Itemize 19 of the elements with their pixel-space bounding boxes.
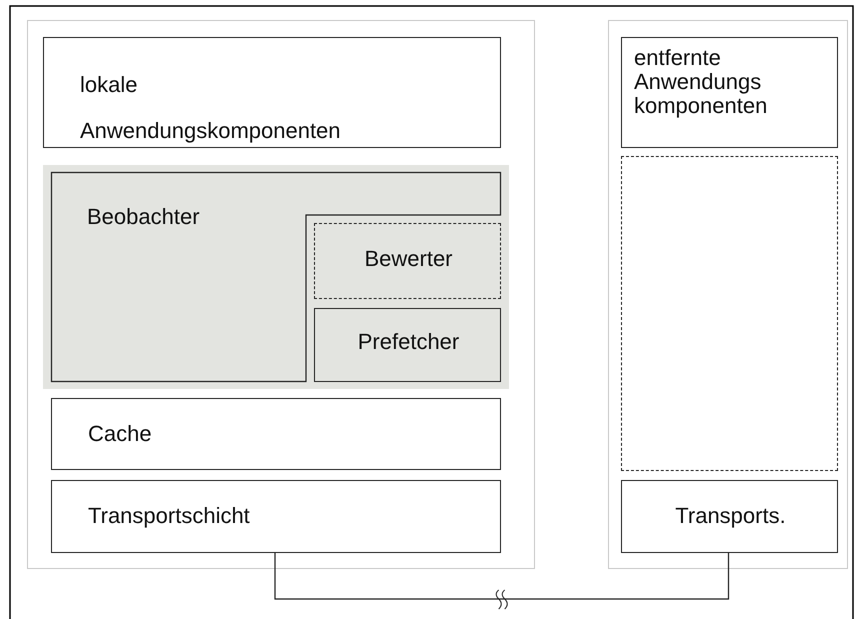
box-label: Transports. — [674, 503, 787, 530]
panel — [27, 20, 535, 569]
box-label: Cache — [88, 421, 153, 448]
component-box — [314, 223, 501, 299]
box-label: Transportschicht — [88, 503, 251, 530]
box-label: entfernte Anwendungs komponenten — [634, 46, 768, 119]
component-box — [51, 480, 501, 553]
component-box — [314, 308, 501, 382]
panel — [608, 20, 848, 569]
box-label: Bewerter — [363, 246, 454, 272]
component-box — [51, 398, 501, 470]
component-box — [621, 37, 838, 148]
box-label: Prefetcher — [356, 329, 460, 356]
box-label: Beobachter — [87, 204, 201, 230]
box-label: lokale Anwendungskomponenten — [80, 71, 342, 146]
connector-line — [274, 552, 730, 600]
placeholder-box — [621, 156, 838, 471]
component-box — [43, 37, 501, 148]
component-box — [621, 480, 838, 553]
